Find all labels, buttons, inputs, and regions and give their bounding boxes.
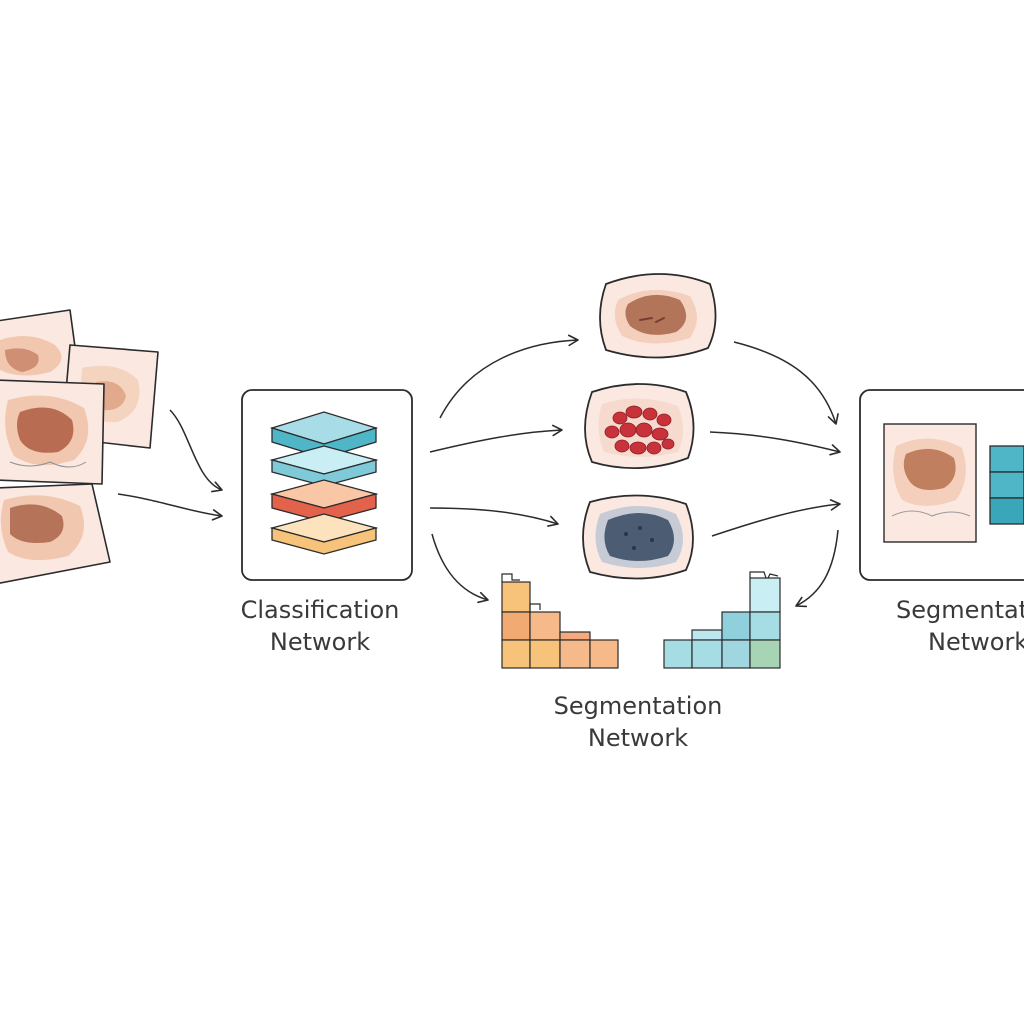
lesion-tile-red — [584, 383, 695, 469]
lesion-tile-blue — [582, 494, 694, 580]
classification-label-line2: Network — [269, 628, 371, 656]
arrow-classifier-to-lesion-3 — [429, 507, 559, 527]
arrow-lesion-to-output-3 — [711, 499, 841, 537]
output-mask-column — [989, 445, 1024, 525]
input-image-card-4 — [0, 483, 111, 584]
network-layer-red — [269, 479, 379, 523]
segmentation-network-label-center: Segmentation Network — [538, 690, 738, 754]
segmentation-right-label-line2: Network — [928, 628, 1024, 656]
input-image-card-3 — [0, 379, 105, 485]
segmentation-network-label-right: Segmentation Network — [896, 594, 1024, 658]
arrow-masks-to-output — [795, 529, 839, 608]
arrow-classifier-to-masks — [431, 533, 489, 604]
mask-blocks-teal — [663, 571, 781, 669]
mask-blocks-orange — [501, 573, 619, 669]
lesion-tile-brown — [599, 273, 717, 359]
classification-label-line1: Classification — [240, 596, 400, 624]
arrow-lesion-to-output-1 — [733, 341, 839, 425]
output-segmentation-box — [859, 389, 1024, 581]
network-layer-yellow — [269, 513, 379, 555]
arrow-input-to-classifier-1 — [169, 409, 223, 493]
network-layer-teal-bottom — [269, 445, 379, 487]
segmentation-center-label-line1: Segmentation — [553, 692, 723, 720]
output-lesion-image — [883, 423, 977, 543]
classification-network-box — [241, 389, 413, 581]
arrow-classifier-to-lesion-1 — [439, 334, 579, 419]
segmentation-center-label-line2: Network — [587, 724, 689, 752]
input-image-stack — [0, 309, 159, 584]
arrow-classifier-to-lesion-2 — [429, 424, 563, 453]
classification-network-label: Classification Network — [220, 594, 420, 658]
arrow-lesion-to-output-2 — [709, 431, 841, 456]
input-image-card-1 — [0, 309, 81, 392]
arrow-input-to-classifier-2 — [117, 493, 223, 521]
segmentation-right-label-line1: Segmentation — [896, 596, 1024, 624]
